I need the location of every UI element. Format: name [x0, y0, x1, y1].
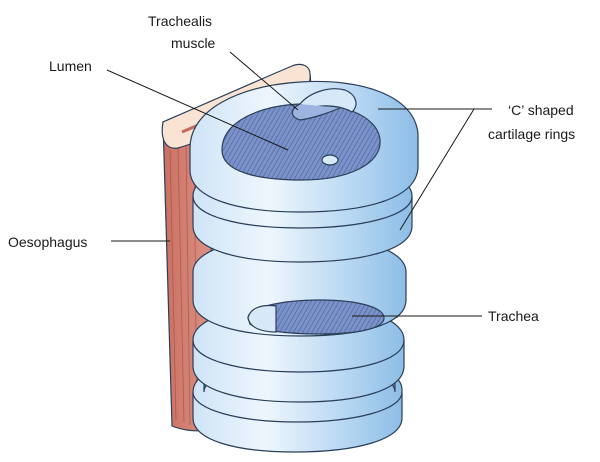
- label-c-rings-line2: cartilage rings: [488, 126, 575, 142]
- label-trachealis-line1: Trachealis: [148, 13, 212, 29]
- cartilage-ring-top: [190, 81, 418, 212]
- label-trachealis-line2: muscle: [171, 35, 216, 51]
- label-trachea: Trachea: [488, 308, 539, 324]
- label-oesophagus: Oesophagus: [8, 234, 87, 250]
- label-c-rings-line1: ‘C’ shaped: [508, 102, 574, 118]
- label-lumen: Lumen: [49, 58, 92, 74]
